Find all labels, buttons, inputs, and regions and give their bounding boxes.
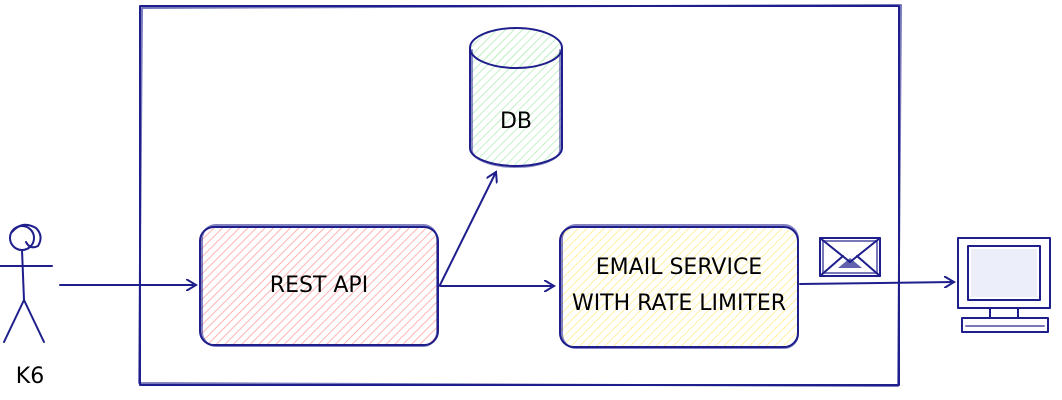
email-service-label-line2: WITH RATE LIMITER <box>572 291 786 316</box>
system-boundary <box>138 4 902 387</box>
db-cylinder: DB <box>469 27 563 168</box>
db-label: DB <box>500 109 532 134</box>
arrow-email-to-computer <box>799 282 954 284</box>
envelope-icon <box>819 237 881 277</box>
person-icon <box>0 223 53 343</box>
rest-api-label: REST API <box>270 273 368 298</box>
arrow-api-to-db <box>439 172 496 286</box>
actor-label: K6 <box>16 364 44 389</box>
actor-k6: K6 <box>0 223 53 389</box>
email-service-label-line1: EMAIL SERVICE <box>596 255 762 280</box>
monitor-icon <box>957 237 1051 333</box>
rest-api-box: REST API <box>199 224 439 347</box>
email-service-box: EMAIL SERVICE WITH RATE LIMITER <box>559 224 799 349</box>
